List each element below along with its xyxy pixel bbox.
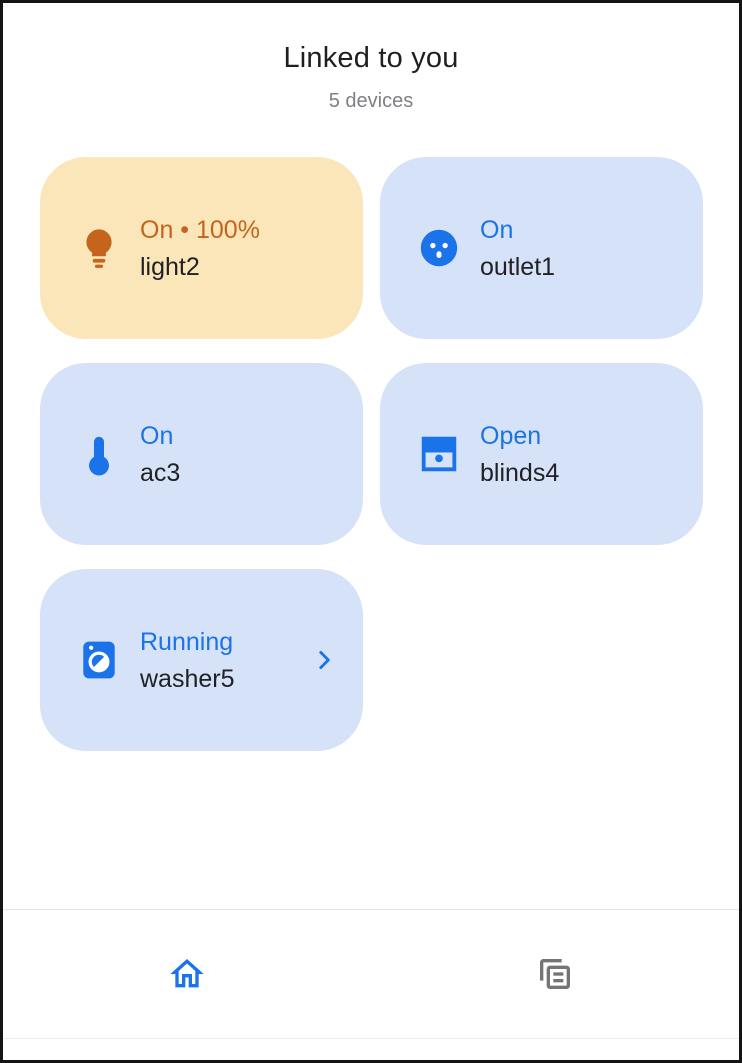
- device-texts: Open blinds4: [480, 422, 559, 487]
- bottom-nav: [3, 909, 739, 1060]
- chevron-right-icon: [311, 647, 337, 673]
- lightbulb-icon: [76, 225, 122, 271]
- device-status: On • 100%: [140, 215, 260, 244]
- device-card-blinds4[interactable]: Open blinds4: [380, 363, 703, 545]
- device-name: outlet1: [480, 252, 556, 281]
- device-count: 5 devices: [328, 90, 414, 112]
- device-name: light2: [140, 252, 200, 281]
- device-texts: Running washer5: [140, 628, 235, 693]
- nav-home-button[interactable]: [3, 954, 371, 994]
- nav-activity-feed-button[interactable]: [371, 954, 739, 994]
- device-card-outlet1[interactable]: On outlet1: [380, 157, 703, 339]
- device-status: On: [480, 215, 514, 244]
- outlet-icon: [416, 225, 462, 271]
- device-status: Running: [140, 627, 234, 656]
- device-grid: On • 100% light2 On outlet1: [40, 157, 703, 751]
- bottom-nav-row: [3, 910, 739, 1039]
- device-name: washer5: [140, 664, 235, 693]
- device-texts: On outlet1: [480, 216, 555, 281]
- home-icon: [167, 954, 207, 994]
- feed-icon: [535, 954, 575, 994]
- washer-icon: [76, 637, 122, 683]
- device-card-ac3[interactable]: On ac3: [40, 363, 363, 545]
- device-texts: On • 100% light2: [140, 216, 260, 281]
- blinds-icon: [416, 431, 462, 477]
- nav-bottom-strip: [3, 1039, 739, 1060]
- device-status: On: [140, 421, 174, 450]
- device-texts: On ac3: [140, 422, 180, 487]
- device-card-light2[interactable]: On • 100% light2: [40, 157, 363, 339]
- thermostat-icon: [76, 431, 122, 477]
- device-name: ac3: [140, 458, 181, 487]
- device-card-washer5[interactable]: Running washer5: [40, 569, 363, 751]
- page-header: Linked to you 5 devices: [3, 3, 739, 113]
- page-title: Linked to you: [283, 42, 459, 74]
- device-status: Open: [480, 421, 542, 450]
- device-name: blinds4: [480, 458, 560, 487]
